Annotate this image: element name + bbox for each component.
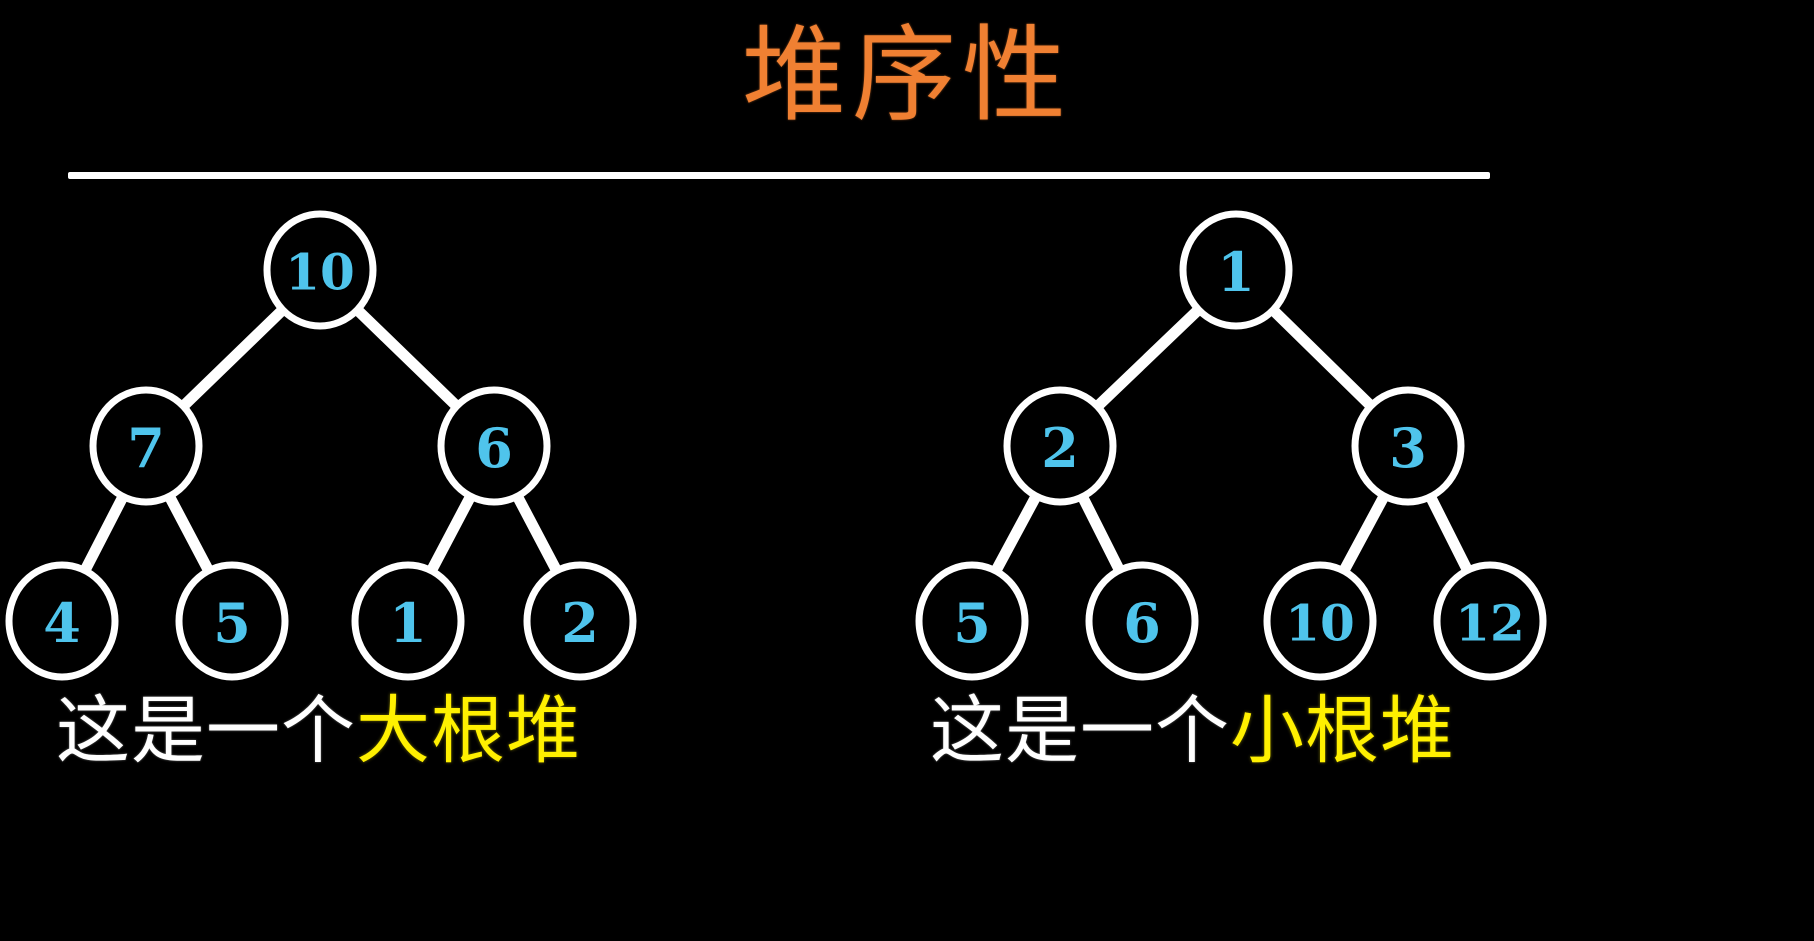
tree-node-value: 12 (1455, 594, 1525, 653)
tree-node-value: 10 (1285, 594, 1355, 653)
tree-edge (177, 304, 289, 412)
tree-node-circle (5, 561, 119, 681)
tree-node-circle (1263, 561, 1377, 681)
tree-node[interactable]: 1 (1179, 210, 1293, 330)
tree-node[interactable]: 4 (5, 561, 119, 681)
caption-max-heap: 这是一个大根堆 (56, 694, 581, 768)
tree-edge (425, 490, 477, 577)
tree-node-circle (1003, 386, 1117, 506)
tree-node-circle (915, 561, 1029, 681)
tree-edge (1076, 491, 1126, 576)
tree-node-circle (89, 386, 203, 506)
tree-node-value: 6 (1123, 591, 1161, 655)
tree-node-circle (351, 561, 465, 681)
tree-node[interactable]: 5 (175, 561, 289, 681)
tree-node-value: 2 (561, 591, 599, 655)
tree-node[interactable]: 7 (89, 386, 203, 506)
tree-node-circle (437, 386, 551, 506)
caption-min-heap-highlight: 小根堆 (1230, 688, 1455, 774)
tree-node-value: 5 (953, 591, 991, 655)
tree-node-circle (1179, 210, 1293, 330)
caption-max-heap-highlight: 大根堆 (356, 688, 581, 774)
tree-node[interactable]: 10 (1263, 561, 1377, 681)
tree-node[interactable]: 10 (263, 210, 377, 330)
horizontal-divider (68, 172, 1490, 179)
tree-edge (511, 490, 563, 577)
tree-edge (1424, 491, 1474, 576)
tree-node-value: 6 (475, 416, 513, 480)
tree-node[interactable]: 5 (915, 561, 1029, 681)
caption-min-heap-plain: 这是一个 (930, 688, 1230, 774)
tree-node-value: 4 (43, 591, 81, 655)
tree-node-circle (1085, 561, 1199, 681)
tree-node[interactable]: 1 (351, 561, 465, 681)
tree-node-value: 3 (1389, 416, 1427, 480)
tree-edges-layer (79, 304, 1474, 577)
tree-node[interactable]: 6 (1085, 561, 1199, 681)
tree-node-value: 1 (389, 591, 427, 655)
tree-node[interactable]: 12 (1433, 561, 1547, 681)
tree-edge (1338, 490, 1390, 577)
tree-node-value: 2 (1041, 416, 1079, 480)
tree-node-value: 5 (213, 591, 251, 655)
tree-node-value: 1 (1217, 240, 1255, 304)
tree-node-circle (263, 210, 377, 330)
tree-edge (351, 304, 463, 412)
tree-edge (990, 490, 1042, 577)
tree-node[interactable]: 2 (1003, 386, 1117, 506)
tree-edge (1267, 304, 1377, 412)
tree-edge (1091, 304, 1205, 412)
tree-node-value: 7 (127, 416, 165, 480)
tree-edge (163, 490, 215, 577)
caption-max-heap-plain: 这是一个 (56, 688, 356, 774)
tree-node-circle (1433, 561, 1547, 681)
tree-node-circle (1351, 386, 1465, 506)
caption-min-heap: 这是一个小根堆 (930, 694, 1455, 768)
tree-node[interactable]: 3 (1351, 386, 1465, 506)
tree-node[interactable]: 6 (437, 386, 551, 506)
tree-node-value: 10 (285, 243, 355, 302)
tree-node-circle (175, 561, 289, 681)
page-title: 堆序性 (741, 14, 1072, 136)
tree-edge (79, 490, 129, 577)
tree-node[interactable]: 2 (523, 561, 637, 681)
tree-node-circle (523, 561, 637, 681)
